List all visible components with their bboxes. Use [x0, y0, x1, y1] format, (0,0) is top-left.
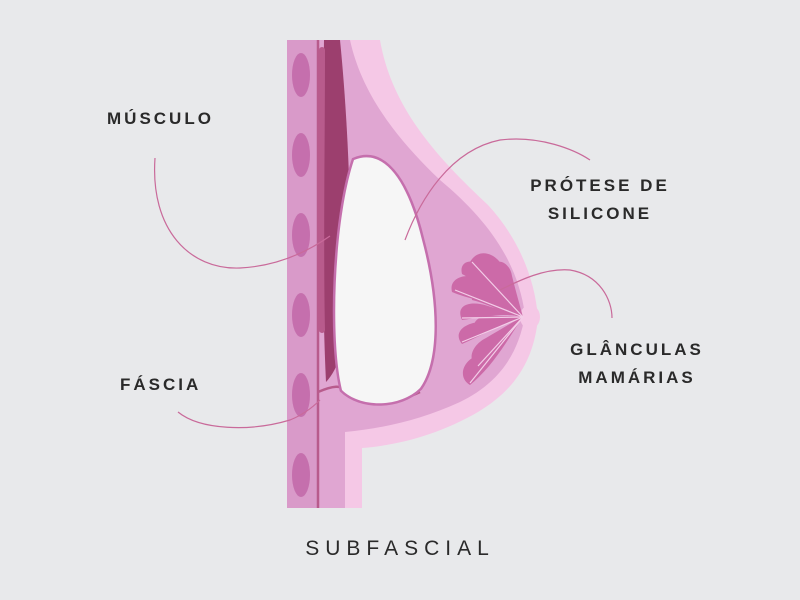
leader-line-muscle: [154, 157, 331, 269]
mammary-glands: [451, 253, 523, 385]
fascia-label: FÁSCIA: [120, 371, 201, 399]
nipple: [520, 305, 540, 329]
muscle-label: MÚSCULO: [107, 105, 214, 133]
implant-label: PRÓTESE DE SILICONE: [520, 172, 680, 228]
glands-label-line-2: MAMÁRIAS: [578, 368, 696, 387]
rib-spots: [292, 53, 310, 497]
leader-line-implant: [404, 138, 591, 241]
fascia-label-text: FÁSCIA: [120, 375, 202, 394]
silicone-implant: [335, 157, 435, 404]
chest-wall: [287, 40, 318, 508]
muscle-label-text: MÚSCULO: [107, 109, 214, 128]
leader-lines: [154, 138, 613, 429]
diagram-caption: SUBFASCIAL: [305, 537, 495, 560]
glands-label-line-1: GLÂNCULAS: [570, 340, 704, 359]
implant-label-line-1: PRÓTESE DE: [530, 176, 670, 195]
gland-ducts: [454, 261, 524, 384]
glands-label: GLÂNCULAS MAMÁRIAS: [562, 336, 712, 392]
implant-label-line-2: SILICONE: [547, 204, 653, 223]
muscle-inner-line: [318, 47, 325, 333]
leader-line-glands: [499, 269, 613, 319]
leader-line-fascia: [177, 399, 321, 429]
